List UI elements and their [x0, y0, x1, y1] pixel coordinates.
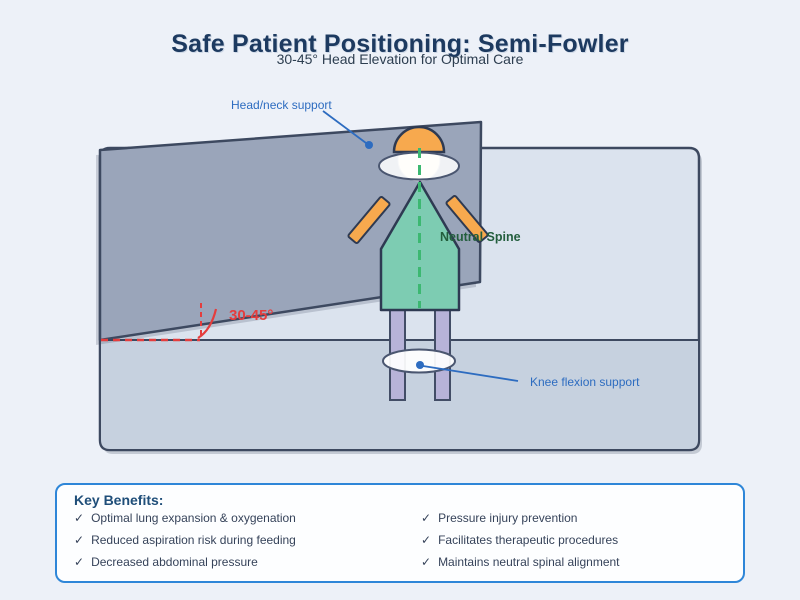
angle-label: 30-45° [229, 307, 273, 324]
benefit-text: Facilitates therapeutic procedures [438, 533, 619, 547]
knee-support-dot [416, 361, 424, 369]
benefit-text: Maintains neutral spinal alignment [438, 555, 620, 569]
benefits-heading: Key Benefits: [74, 492, 164, 508]
benefit-text: Decreased abdominal pressure [91, 555, 258, 569]
knee-pillow [382, 348, 456, 374]
patient-hair [392, 125, 446, 154]
left-arm [347, 196, 391, 244]
check-icon: ✓ [421, 533, 432, 547]
head-support-label: Head/neck support [231, 98, 332, 112]
page-subtitle: 30-45° Head Elevation for Optimal Care [276, 51, 524, 67]
angle-arc [197, 308, 218, 339]
knee-support-leader [422, 365, 519, 382]
check-icon: ✓ [421, 511, 432, 525]
patient-torso [379, 180, 461, 312]
benefit-text: Optimal lung expansion & oxygenation [91, 511, 296, 525]
benefit-item: ✓ Optimal lung expansion & oxygenation [74, 512, 296, 525]
check-icon: ✓ [74, 555, 85, 569]
benefit-text: Reduced aspiration risk during feeding [91, 533, 296, 547]
head-support-dot [365, 141, 373, 149]
benefit-item: ✓ Facilitates therapeutic procedures [421, 534, 620, 547]
right-arm [445, 195, 489, 243]
benefit-item: ✓ Maintains neutral spinal alignment [421, 556, 620, 569]
check-icon: ✓ [421, 555, 432, 569]
benefit-item: ✓ Reduced aspiration risk during feeding [74, 534, 296, 547]
neutral-spine-label: Neutral Spine [440, 230, 521, 244]
benefit-item: ✓ Decreased abdominal pressure [74, 556, 296, 569]
benefit-item: ✓ Pressure injury prevention [421, 512, 620, 525]
knee-support-label: Knee flexion support [530, 375, 640, 389]
page-title: Safe Patient Positioning: Semi-Fowler [171, 29, 629, 58]
key-benefits-panel: Key Benefits: ✓ Optimal lung expansion & … [55, 483, 745, 583]
check-icon: ✓ [74, 533, 85, 547]
head-support-leader [322, 110, 367, 144]
benefits-column-left: ✓ Optimal lung expansion & oxygenation ✓ R… [74, 512, 296, 578]
check-icon: ✓ [74, 511, 85, 525]
benefits-column-right: ✓ Pressure injury prevention ✓ Facilitates… [421, 512, 620, 578]
positioning-diagram: Neutral Spine 30-45° Head/neck support K… [96, 98, 702, 454]
benefit-text: Pressure injury prevention [438, 511, 578, 525]
